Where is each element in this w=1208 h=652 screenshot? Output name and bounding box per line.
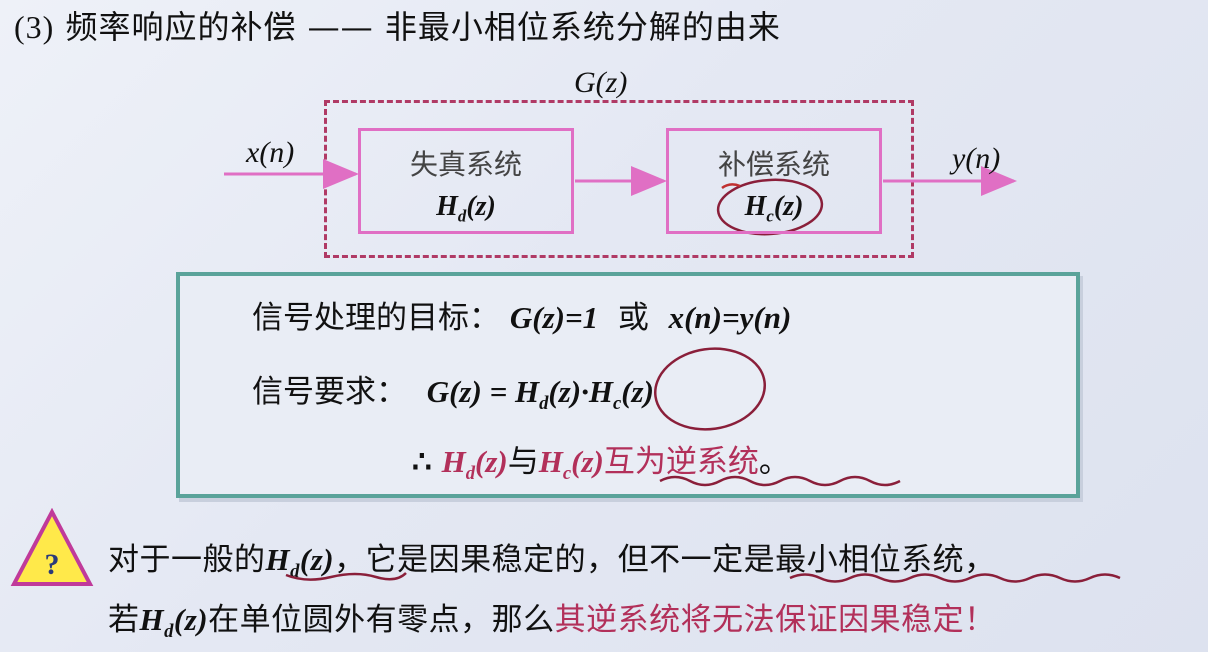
objective-line: 信号处理的目标： G(z)=1 或 x(n)=y(n) (252, 300, 792, 336)
compensation-system-function: Hc(z) (744, 191, 804, 226)
title-number: (3) (14, 9, 55, 45)
hand-tick-diagram (721, 183, 741, 190)
title-text: 频率响应的补偿 —— 非最小相位系统分解的由来 (65, 8, 781, 46)
svg-text:?: ? (45, 548, 60, 581)
panel-hand-annotations (654, 347, 901, 487)
hand-wave-underline-question (789, 573, 1121, 583)
compensation-system-block: 补偿系统 Hc(z) (666, 128, 882, 234)
overall-system-label: G(z) (574, 66, 628, 99)
hand-circle-hc-panel (654, 347, 766, 431)
distortion-system-name: 失真系统 (409, 148, 522, 181)
requirement-line: 信号要求： G(z) = Hd(z)·Hc(z) (252, 374, 654, 415)
compensation-system-name: 补偿系统 (717, 148, 830, 181)
hand-wave-underline-panel (659, 475, 901, 487)
question-warning-icon: ? (10, 508, 94, 586)
hand-underline-hdz (285, 572, 407, 581)
conclusion-line: ∴ Hd(z)与Hc(z)互为逆系统。 (412, 444, 790, 485)
distortion-system-function: Hd(z) (436, 191, 496, 226)
objective-panel: 信号处理的目标： G(z)=1 或 x(n)=y(n) 信号要求： G(z) =… (176, 272, 1080, 498)
question-line-2: 若Hd(z)在单位圆外有零点，那么其逆系统将无法保证因果稳定！ (108, 602, 996, 643)
question-line-1: 对于一般的Hd(z)，它是因果稳定的，但不一定是最小相位系统， (108, 542, 996, 583)
output-signal-label: y(n) (952, 142, 1001, 175)
distortion-system-block: 失真系统 Hd(z) (358, 128, 574, 234)
input-signal-label: x(n) (246, 136, 295, 169)
slide-title: (3) 频率响应的补偿 —— 非最小相位系统分解的由来 (14, 2, 781, 48)
